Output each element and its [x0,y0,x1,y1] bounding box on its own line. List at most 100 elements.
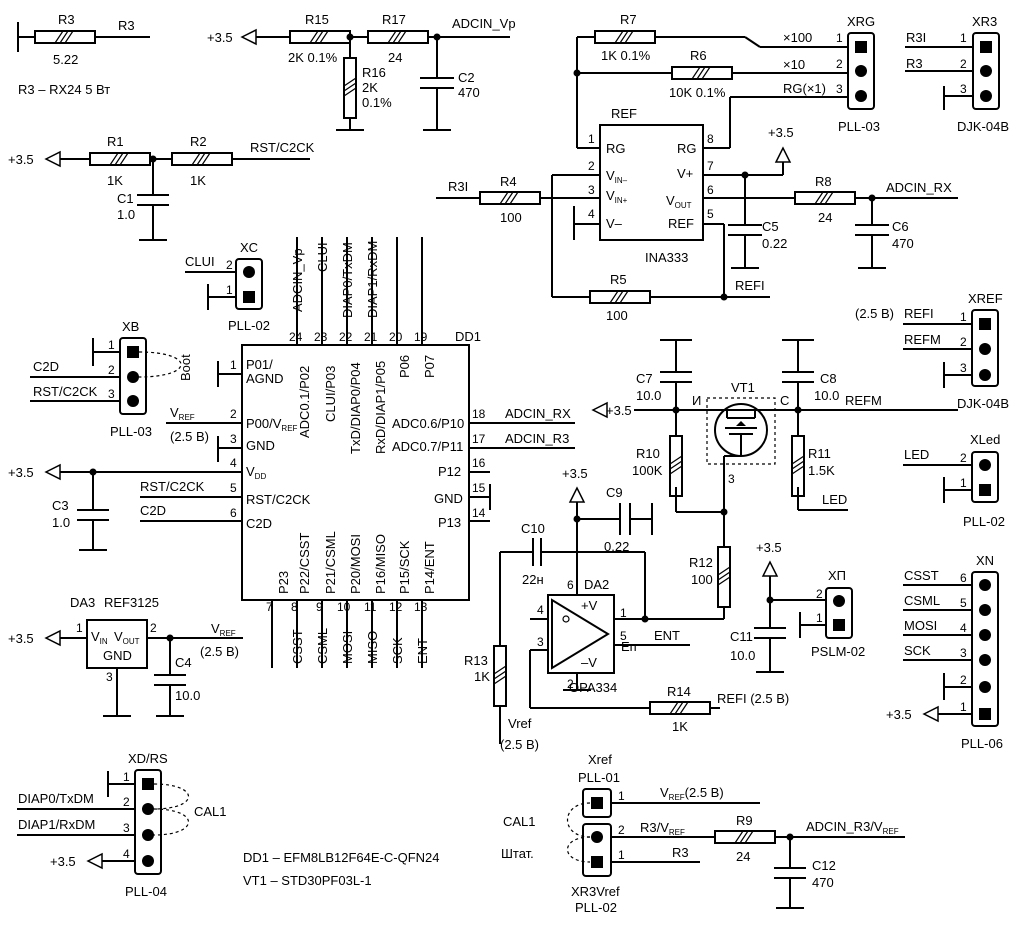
c1-ref: C1 [117,191,134,206]
svg-text:16: 16 [472,456,486,470]
svg-text:1: 1 [620,606,627,620]
r16-tol: 0.1% [362,95,392,110]
svg-text:3: 3 [108,387,115,401]
xc-part: PLL-02 [228,318,270,333]
c5-ref: C5 [762,219,779,234]
svg-text:2: 2 [123,795,130,809]
r3-value: 5.22 [53,52,78,67]
net-ent-bottom: ENT [415,638,430,664]
xref1-ref: Xref [588,752,612,767]
svg-text:3: 3 [537,635,544,649]
svg-text:1: 1 [960,476,967,490]
svg-text:1: 1 [960,700,967,714]
svg-text:2: 2 [108,363,115,377]
svg-text:1: 1 [618,848,625,862]
svg-text:3: 3 [728,472,735,486]
c3-ref: C3 [52,498,69,513]
da1-rg1-label: RG [606,141,626,156]
svg-text:19: 19 [414,330,428,344]
xdrs-n3: DIAP1/RxDM [18,817,95,832]
r4-ref: R4 [500,174,517,189]
xn-part: PLL-06 [961,736,1003,751]
r14-ref: R14 [667,684,691,699]
net-adcin-vp-top: ADCIN_Vp [290,248,305,312]
svg-text:14: 14 [472,506,486,520]
xrg-p1-label: ×100 [783,30,812,45]
refi-net-1: REFI [735,278,765,293]
svg-text:1: 1 [230,358,237,372]
dd1-pin20-label: P06 [397,355,412,378]
svg-text:4: 4 [123,847,130,861]
r3-net: R3 [118,18,135,33]
r3-note: R3 – RX24 5 Вт [18,82,110,97]
xdrs-part: PLL-04 [125,884,167,899]
led-net-1: LED [822,492,847,507]
da3-gnd: GND [103,648,132,663]
vref-label-da3: VREF [211,621,236,638]
adcin-vp-net: ADCIN_Vp [452,16,516,31]
xr3vref-cal: CAL1 [503,814,536,829]
dd1-pin1-label: P01/ [246,357,273,372]
adcin-vp-divider: +3.5 R15 2K 0.1% R17 24 R16 2K 0.1% C2 4… [207,12,516,131]
vref-label-dd1: VREF [170,405,195,422]
svg-text:7: 7 [707,159,714,173]
svg-text:8: 8 [291,600,298,614]
da2-vp: +V [581,598,598,613]
svg-text:6: 6 [230,506,237,520]
dd1-ref: DD1 [455,329,481,344]
xp-part: PSLM-02 [811,644,865,659]
xb-connector: 1 2 3 Boot C2D RST/C2CK XB PLL-03 [30,319,193,439]
xc-ref: XC [240,240,258,255]
net-adcin-rx-right: ADCIN_RX [505,406,571,421]
c7-ref: C7 [636,371,653,386]
net-mosi-bottom: MOSI [340,631,355,664]
note-dd1: DD1 – EFM8LB12F64E-C-QFN24 [243,850,440,865]
svg-text:1: 1 [836,31,843,45]
svg-text:7: 7 [266,600,273,614]
xb-n2: C2D [33,359,59,374]
da1-vinm-label: VIN– [606,168,628,185]
dd1-pin3-label: GND [246,438,275,453]
xc-connector: 2 1 CLUI XC PLL-02 [185,240,270,333]
dd1-right-nets [469,422,575,522]
xdrs-n2: DIAP0/TxDM [18,791,94,806]
svg-text:18: 18 [472,407,486,421]
xp-ref: XП [828,568,846,583]
svg-text:3: 3 [588,183,595,197]
c4-ref: C4 [175,655,192,670]
dd1-pin18-label: ADC0.6/P10 [392,416,464,431]
r9-value: 24 [736,849,750,864]
dd1-pin2-label: P00/VREF [246,416,298,433]
xb-boot: Boot [178,354,193,381]
net-diap1-top: DIAP1/RxDM [365,241,380,318]
da1-vinp-label: VIN+ [606,188,628,205]
plus35-label-2: +3.5 [8,152,34,167]
da1-ref: REF [611,106,637,121]
r16-value: 2K [362,80,378,95]
c11-value: 10.0 [730,648,755,663]
da3-vout: VOUT [114,629,140,646]
c12-ref: C12 [812,858,836,873]
r13-ref: R13 [464,653,488,668]
xr3-connector: 1 2 3 R3I R3 XR3 DJK-04B [905,14,1009,134]
dd1-pin10-label: P20/MOSI [348,534,363,594]
xr3-part: DJK-04B [957,119,1009,134]
xrg-p3-label: RG(×1) [783,81,826,96]
da1-body [599,124,704,241]
svg-text:2: 2 [588,159,595,173]
xref1-part: PLL-01 [578,770,620,785]
vref-val-da2: (2.5 В) [500,737,539,752]
svg-text:5: 5 [230,481,237,495]
dd1-pin13-label: P14/ENT [422,541,437,594]
svg-text:1: 1 [618,789,625,803]
svg-text:1: 1 [226,283,233,297]
xr3vref-stat: Штат. [501,846,534,861]
xdrs-cal: CAL1 [194,804,227,819]
r4-net: R3I [448,179,468,194]
svg-text:4: 4 [537,603,544,617]
refi-net-2: REFI (2.5 В) [717,691,789,706]
svg-text:1: 1 [588,132,595,146]
svg-text:6: 6 [707,183,714,197]
da3-vin: VIN [91,629,108,646]
